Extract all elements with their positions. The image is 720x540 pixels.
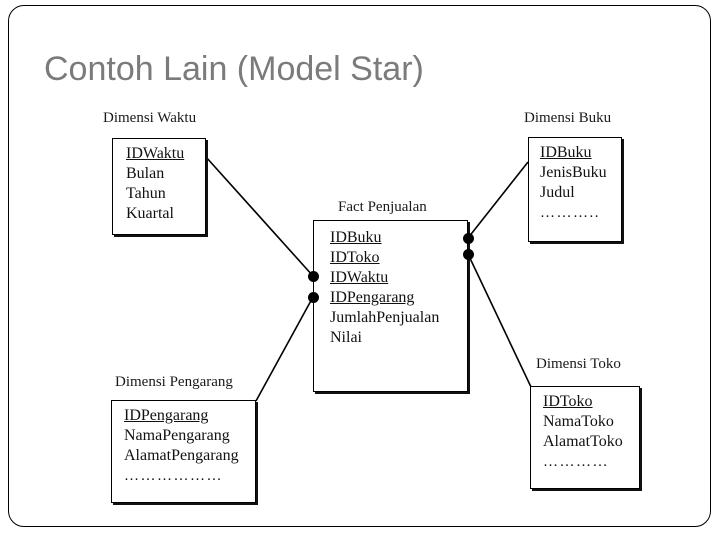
connector-dot-toko — [462, 248, 474, 260]
field-idpengarang: IDPengarang — [124, 407, 209, 424]
relationship-line-pengarang-fact — [255, 296, 314, 402]
field-bulan: Bulan — [126, 165, 165, 182]
field-fact-idwaktu: IDWaktu — [330, 269, 389, 286]
connector-dot-waktu — [307, 270, 319, 282]
field-more-pengarang: ……………… — [124, 468, 223, 484]
entity-fields-dimensi-pengarang: IDPengarang NamaPengarang AlamatPengaran… — [124, 406, 239, 486]
field-more-toko: ………… — [543, 454, 609, 470]
entity-box-dimensi-waktu[interactable] — [112, 138, 206, 235]
field-fact-nilai: Nilai — [330, 329, 362, 346]
relationship-line-buku-fact — [467, 161, 529, 239]
entity-fields-dimensi-waktu: IDWaktu Bulan Tahun Kuartal — [126, 144, 184, 224]
entity-box-dimensi-toko[interactable] — [530, 386, 640, 489]
relationship-line-waktu-fact — [205, 156, 314, 277]
entity-fields-dimensi-toko: IDToko NamaToko AlamatToko ………… — [543, 392, 623, 472]
entity-box-dimensi-buku[interactable] — [528, 137, 622, 242]
field-fact-idbuku: IDBuku — [330, 229, 382, 246]
entity-label-dimensi-toko: Dimensi Toko — [536, 356, 621, 372]
entity-label-dimensi-waktu: Dimensi Waktu — [103, 110, 197, 126]
field-idwaktu: IDWaktu — [126, 145, 185, 162]
entity-fields-dimensi-buku: IDBuku JenisBuku Judul ……….. — [540, 143, 607, 223]
connector-dot-pengarang — [307, 291, 319, 303]
field-fact-jumlahpenjualan: JumlahPenjualan — [330, 309, 440, 326]
relationship-line-toko-fact — [467, 253, 532, 388]
field-namapengarang: NamaPengarang — [124, 427, 230, 444]
field-fact-idtoko: IDToko — [330, 249, 380, 266]
field-namatoko: NamaToko — [543, 413, 614, 430]
entity-fields-fact-penjualan: IDBuku IDToko IDWaktu IDPengarang Jumlah… — [330, 228, 439, 348]
field-alamatpengarang: AlamatPengarang — [124, 447, 239, 464]
entity-label-dimensi-pengarang: Dimensi Pengarang — [115, 374, 233, 390]
field-tahun: Tahun — [126, 185, 166, 202]
field-kuartal: Kuartal — [126, 205, 174, 222]
entity-label-fact-penjualan: Fact Penjualan — [338, 199, 427, 215]
entity-box-fact-penjualan[interactable] — [313, 220, 468, 392]
field-judul: Judul — [540, 184, 575, 201]
connector-dot-buku — [462, 232, 474, 244]
entity-box-dimensi-pengarang[interactable] — [111, 400, 256, 503]
field-fact-idpengarang: IDPengarang — [330, 289, 415, 306]
entity-label-dimensi-buku: Dimensi Buku — [524, 110, 612, 126]
field-more-buku: ……….. — [540, 205, 600, 221]
field-idbuku: IDBuku — [540, 144, 592, 161]
field-alamattoko: AlamatToko — [543, 433, 623, 450]
field-jenisbuku: JenisBuku — [540, 164, 607, 181]
page-title: Contoh Lain (Model Star) — [44, 50, 424, 88]
field-idtoko: IDToko — [543, 393, 593, 410]
